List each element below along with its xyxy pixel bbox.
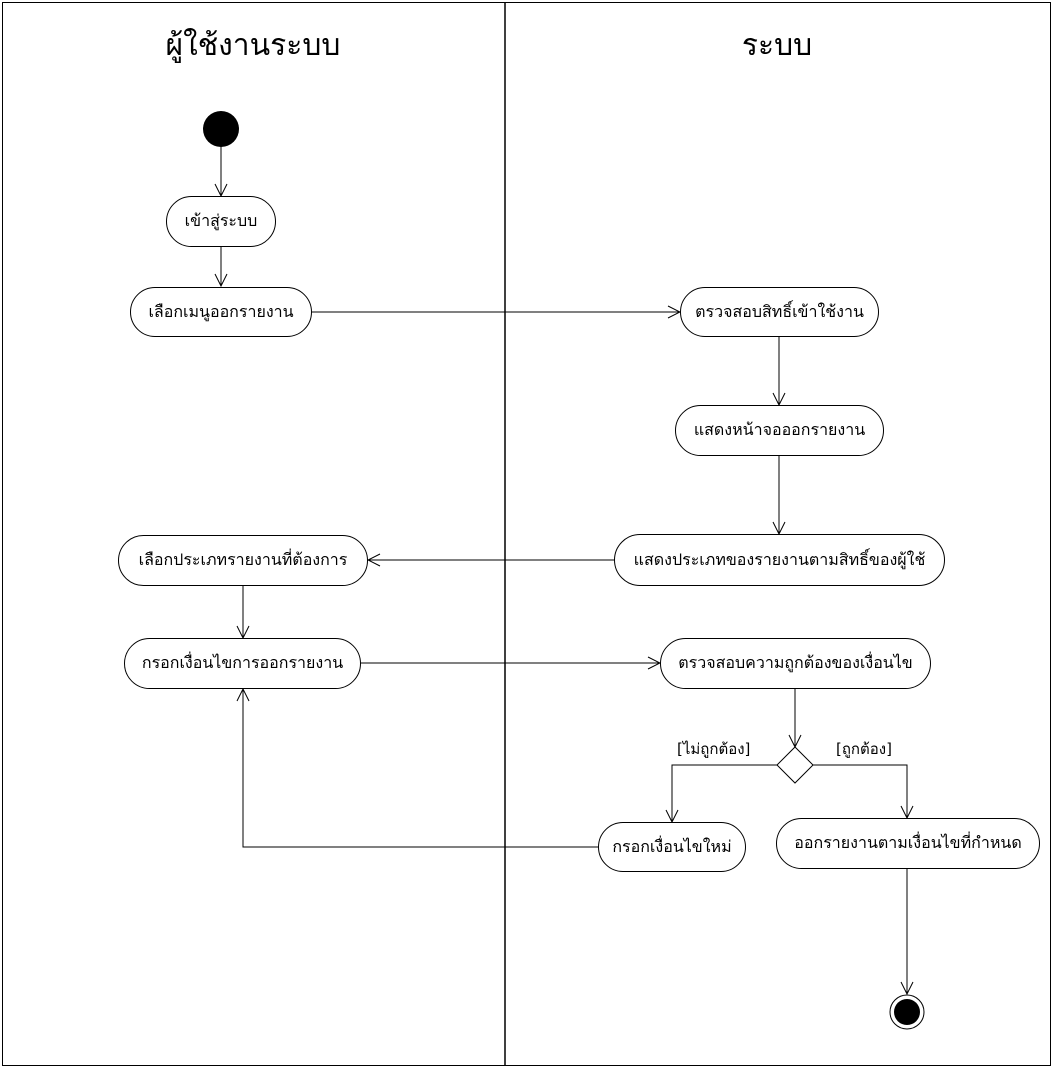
edge-reenter-to-enter-conditions bbox=[243, 689, 598, 848]
edge-decision-to-reenter bbox=[672, 764, 777, 822]
decision-node bbox=[776, 746, 814, 784]
lane-title-user: ผู้ใช้งานระบบ bbox=[165, 28, 341, 63]
activity-reenter-conditions: กรอกเงื่อนไขใหม่ bbox=[598, 822, 746, 872]
activity-validate-conditions: ตรวจสอบความถูกต้องของเงื่อนไข bbox=[660, 638, 931, 689]
activity-select-report-type: เลือกประเภทรายงานที่ต้องการ bbox=[118, 535, 368, 586]
activity-login: เข้าสู่ระบบ bbox=[166, 196, 276, 247]
activity-show-report-page: แสดงหน้าจอออกรายงาน bbox=[675, 405, 884, 456]
lane-title-system: ระบบ bbox=[741, 28, 813, 63]
start-node bbox=[203, 111, 239, 147]
edge-decision-to-generate bbox=[813, 764, 907, 818]
activity-generate-report: ออกรายงานตามเงื่อนไขที่กำหนด bbox=[776, 818, 1040, 869]
activity-enter-conditions: กรอกเงื่อนไขการออกรายงาน bbox=[124, 638, 361, 689]
guard-valid: [ถูกต้อง] bbox=[836, 740, 892, 758]
activity-select-menu: เลือกเมนูออกรายงาน bbox=[130, 287, 312, 337]
activity-show-report-types: แสดงประเภทของรายงานตามสิทธิ์ของผู้ใช้ bbox=[614, 534, 945, 586]
guard-invalid: [ไม่ถูกต้อง] bbox=[677, 740, 751, 758]
end-node-core bbox=[894, 999, 920, 1025]
activity-check-permission: ตรวจสอบสิทธิ์เข้าใช้งาน bbox=[680, 287, 879, 337]
